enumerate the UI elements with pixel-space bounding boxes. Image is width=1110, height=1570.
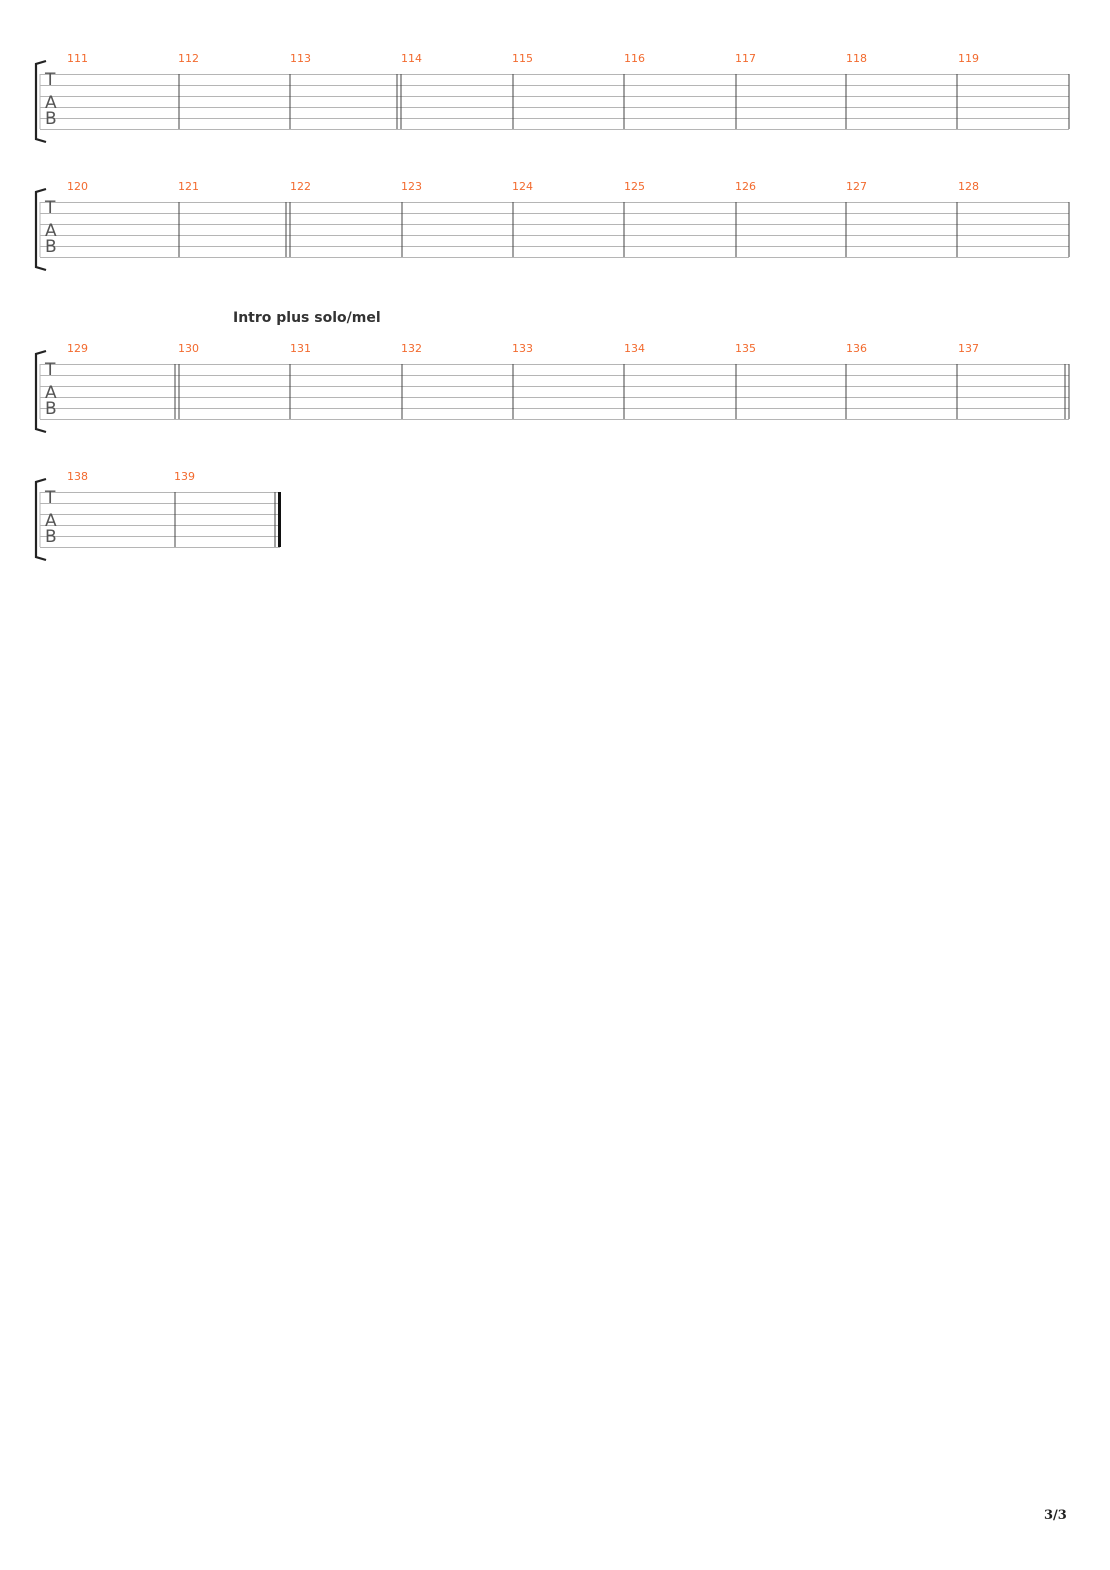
measure-number: 130 [178, 342, 199, 355]
tab-system: TAB 120 121 122 123 124 125 126 127 128 [34, 180, 1070, 272]
measure-number: 127 [846, 180, 867, 193]
measure-number: 137 [958, 342, 979, 355]
tab-clef-letter: B [45, 527, 57, 547]
final-barline [278, 492, 281, 547]
measure-number: 129 [67, 342, 88, 355]
measure-number: 116 [624, 52, 645, 65]
system-bracket [34, 477, 47, 562]
measure-number: 111 [67, 52, 88, 65]
measure-number: 134 [624, 342, 645, 355]
tab-clef-letter: T [44, 70, 56, 90]
measure-number: 114 [401, 52, 422, 65]
system-bracket [34, 187, 47, 272]
tab-clef-letter: A [45, 93, 57, 113]
measure-number: 136 [846, 342, 867, 355]
measure-number: 131 [290, 342, 311, 355]
section-label: Intro plus solo/mel [233, 310, 381, 326]
measure-number: 122 [290, 180, 311, 193]
measure-number: 117 [735, 52, 756, 65]
tab-clef-letter: T [44, 488, 56, 508]
measure-number: 135 [735, 342, 756, 355]
system-bracket [34, 349, 47, 434]
measure-number: 124 [512, 180, 533, 193]
tab-clef-letter: B [45, 237, 57, 257]
tab-system: TAB 111 112 113 114 115 116 117 118 119 [34, 52, 1070, 144]
measure-number: 138 [67, 470, 88, 483]
tab-clef-letter: A [45, 511, 57, 531]
measure-number: 113 [290, 52, 311, 65]
measure-number: 126 [735, 180, 756, 193]
measure-number: 115 [512, 52, 533, 65]
page-number: 3/3 [1044, 1508, 1067, 1523]
measure-number: 132 [401, 342, 422, 355]
tab-clef-letter: A [45, 221, 57, 241]
tab-system: TAB 129 130 131 132 133 134 135 136 137 [34, 342, 1070, 434]
tab-system: TAB 138 139 [34, 470, 281, 562]
measure-number: 133 [512, 342, 533, 355]
tab-clef-letter: T [44, 198, 56, 218]
tab-clef-letter: B [45, 109, 57, 129]
system-bracket [34, 59, 47, 144]
measure-number: 119 [958, 52, 979, 65]
measure-number: 128 [958, 180, 979, 193]
measure-number: 121 [178, 180, 199, 193]
measure-number: 123 [401, 180, 422, 193]
measure-number: 120 [67, 180, 88, 193]
measure-number: 125 [624, 180, 645, 193]
measure-number: 139 [174, 470, 195, 483]
tab-clef-letter: T [44, 360, 56, 380]
tab-clef-letter: B [45, 399, 57, 419]
tab-clef-letter: A [45, 383, 57, 403]
measure-number: 112 [178, 52, 199, 65]
measure-number: 118 [846, 52, 867, 65]
